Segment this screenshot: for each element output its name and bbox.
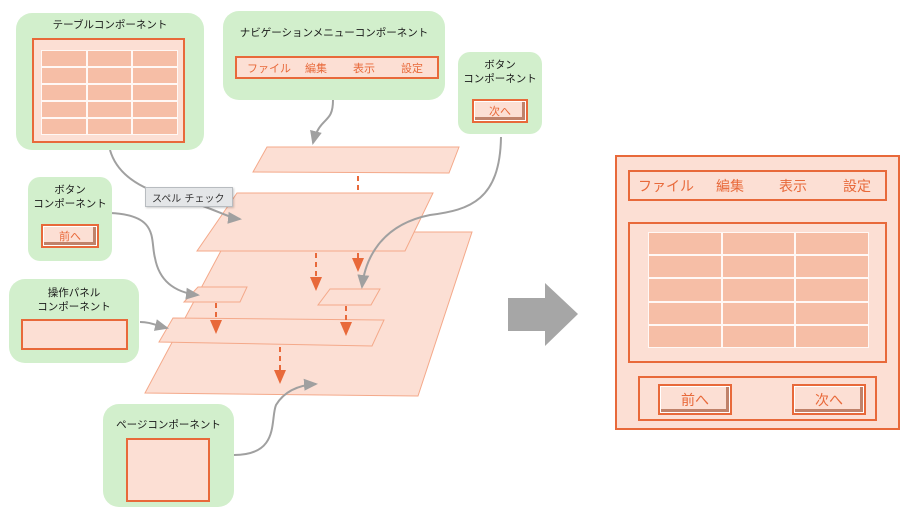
result-next-button[interactable]: 次へ (792, 384, 866, 415)
page-component-title: ページコンポーネント (116, 419, 221, 431)
table-cell (133, 85, 177, 100)
table-cell (133, 51, 177, 66)
table-cell (722, 256, 795, 278)
table-cell (649, 302, 721, 324)
navigation-menu-component: ナビゲーションメニューコンポーネント ファイル 編集 表示 設定 (223, 11, 445, 100)
result-arrow-icon (508, 283, 578, 346)
table-component: テーブルコンポーネント (16, 13, 204, 150)
result-menu-view[interactable]: 表示 (779, 178, 807, 195)
table-cell (87, 68, 132, 83)
table-plane (196, 192, 434, 252)
table-cell (722, 325, 795, 347)
table-cell (42, 68, 86, 83)
connector-panel (139, 319, 169, 331)
table-cell (87, 51, 132, 66)
table-cell (796, 302, 868, 324)
table-cell (42, 119, 86, 134)
result-table-panel (628, 222, 887, 363)
navigation-menu-component-title: ナビゲーションメニューコンポーネント (239, 27, 429, 39)
connector-table (109, 149, 242, 224)
page-component: ページコンポーネント (103, 404, 234, 507)
table-cell (722, 302, 795, 324)
page-preview (126, 438, 210, 502)
table-grid (41, 50, 178, 135)
table-cell (722, 279, 795, 301)
prev-button-preview[interactable]: 前へ (41, 224, 99, 248)
menu-item-settings[interactable]: 設定 (401, 61, 423, 75)
table-cell (87, 102, 132, 117)
next-button-plane (317, 288, 381, 306)
operation-panel-preview (21, 319, 128, 350)
page-plane (144, 231, 473, 397)
operation-panel-component-title: 操作パネル コンポーネント (37, 287, 111, 313)
table-preview (32, 38, 185, 143)
menu-item-file[interactable]: ファイル (247, 61, 291, 75)
menu-item-edit[interactable]: 編集 (305, 61, 327, 75)
spell-check-tooltip: スペル チェック (145, 187, 233, 207)
table-cell (649, 233, 721, 255)
menu-item-view[interactable]: 表示 (353, 61, 375, 75)
table-cell (649, 325, 721, 347)
prev-button-component-title: ボタン コンポーネント (33, 184, 107, 210)
table-cell (42, 102, 86, 117)
result-page: ファイル 編集 表示 設定 前へ 次へ (615, 155, 900, 430)
table-cell (87, 85, 132, 100)
connector-menu (310, 99, 334, 145)
result-menu-file[interactable]: ファイル (638, 178, 694, 195)
next-button-preview[interactable]: 次へ (472, 99, 528, 123)
result-table-grid (648, 232, 869, 348)
menu-plane (252, 146, 460, 174)
connector-page (233, 378, 318, 456)
table-cell (42, 51, 86, 66)
table-cell (42, 85, 86, 100)
result-menu-bar: ファイル 編集 表示 設定 (628, 170, 887, 201)
navigation-menu-preview: ファイル 編集 表示 設定 (235, 56, 439, 79)
table-cell (796, 256, 868, 278)
table-component-title: テーブルコンポーネント (52, 19, 168, 31)
table-cell (87, 119, 132, 134)
operation-panel-component: 操作パネル コンポーネント (9, 279, 139, 363)
connector-next-button (357, 136, 502, 289)
table-cell (133, 119, 177, 134)
table-cell (796, 325, 868, 347)
table-cell (133, 68, 177, 83)
table-cell (649, 256, 721, 278)
prev-button-component: ボタン コンポーネント 前へ (28, 177, 112, 261)
next-button-component-title: ボタン コンポーネント (463, 59, 537, 85)
result-button-panel: 前へ 次へ (638, 376, 877, 421)
result-prev-button[interactable]: 前へ (658, 384, 732, 415)
next-button-component: ボタン コンポーネント 次へ (458, 52, 542, 134)
table-cell (133, 102, 177, 117)
table-cell (722, 233, 795, 255)
panel-plane (158, 317, 385, 347)
result-menu-settings[interactable]: 設定 (843, 178, 871, 195)
table-cell (796, 279, 868, 301)
table-cell (796, 233, 868, 255)
table-cell (649, 279, 721, 301)
connector-prev-button (109, 212, 200, 300)
result-menu-edit[interactable]: 編集 (716, 178, 744, 195)
